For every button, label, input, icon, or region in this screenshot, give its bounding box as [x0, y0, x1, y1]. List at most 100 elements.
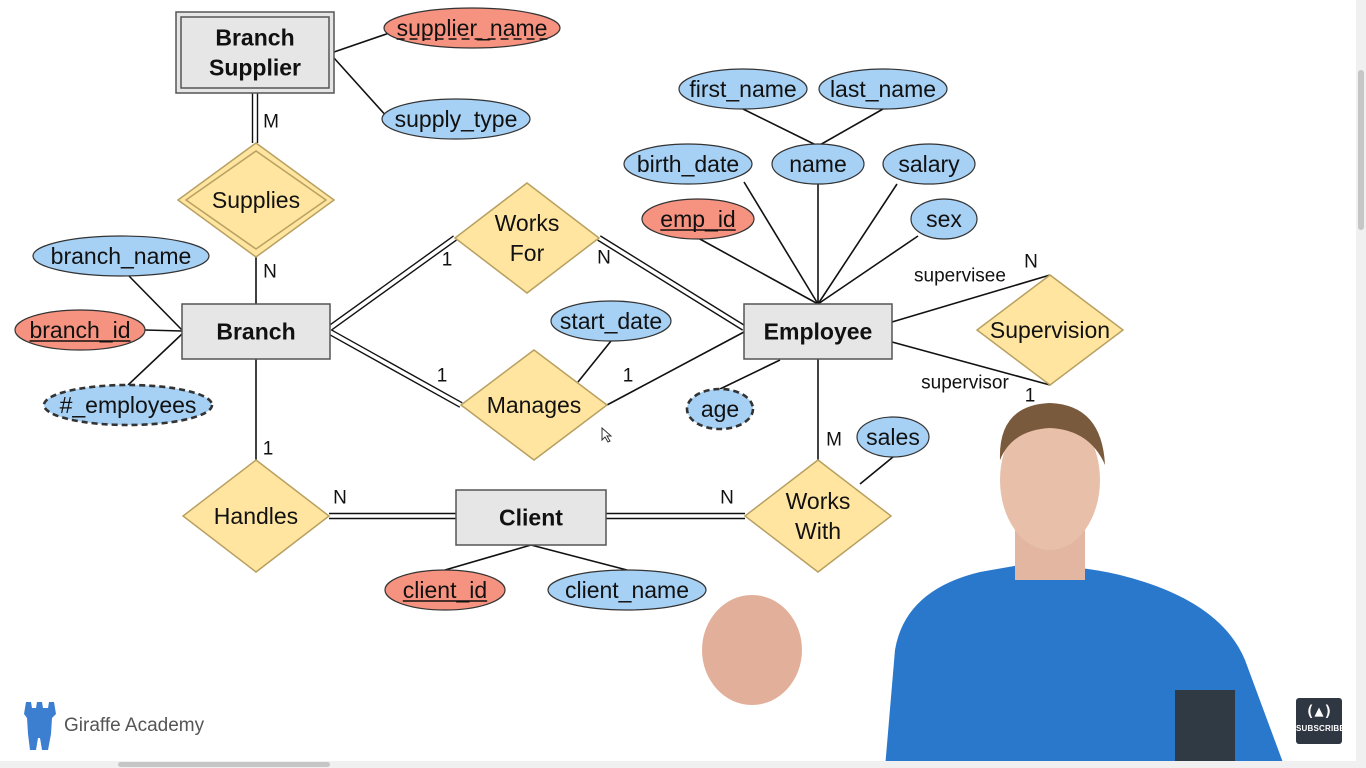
link-branch-manages — [330, 329, 463, 404]
link-branch-worksfor — [328, 235, 454, 327]
attribute-supply-type[interactable] — [381, 98, 531, 140]
attribute-label: #_employees — [60, 392, 197, 418]
vertical-scrollbar[interactable] — [1356, 0, 1366, 768]
entity-branch-supplier[interactable] — [175, 11, 335, 94]
presenter-hair — [999, 403, 1105, 465]
relationship-label: Works — [786, 488, 851, 514]
attribute-num-employees[interactable] — [42, 383, 214, 427]
link-age — [719, 359, 781, 390]
link-num-employees — [127, 333, 183, 386]
link-employee-supervisor — [891, 341, 1051, 386]
attribute-label: sales — [866, 424, 920, 450]
entity-inner-border — [180, 16, 330, 89]
relationship-label: Manages — [487, 392, 582, 418]
horizontal-scroll-thumb[interactable] — [118, 762, 330, 767]
attribute-label: client_id — [403, 577, 487, 603]
role-supervisor: supervisor — [921, 373, 1009, 394]
vertical-scroll-thumb[interactable] — [1358, 70, 1364, 230]
link-salary — [817, 183, 898, 305]
attribute-sales[interactable] — [856, 416, 930, 458]
fire-icon: (▲) — [1305, 702, 1333, 720]
link-branch-worksfor — [331, 239, 457, 331]
cardinality-supplies-branch: N — [263, 262, 277, 283]
cardinality-branch-manages: 1 — [437, 366, 448, 387]
relationship-label: Works — [495, 210, 560, 236]
attribute-last-name[interactable] — [818, 68, 948, 110]
relationship-label: Supervision — [990, 317, 1110, 343]
cardinality-handles-client: N — [333, 488, 347, 509]
link-last-name — [817, 108, 884, 147]
attribute-label: sex — [926, 206, 962, 232]
relationship-works-for[interactable] — [453, 182, 601, 294]
attribute-name[interactable] — [771, 143, 865, 185]
link-first-name — [742, 108, 819, 147]
link-client-name — [530, 544, 628, 571]
attribute-label: salary — [898, 151, 960, 177]
relationship-manages[interactable] — [459, 349, 609, 461]
attribute-supplier-name[interactable] — [383, 7, 561, 49]
cardinality-employee-workswith: M — [826, 430, 842, 451]
giraffe-icon — [24, 702, 56, 750]
link-branch-name — [127, 274, 183, 331]
link-birth-date — [743, 181, 819, 305]
cardinality-branch-worksfor: 1 — [442, 250, 453, 271]
cardinality-client-workswith: N — [720, 488, 734, 509]
attribute-age[interactable] — [685, 387, 755, 431]
attribute-salary[interactable] — [882, 143, 976, 185]
attribute-client-id[interactable] — [384, 569, 506, 611]
attribute-start-date[interactable] — [550, 300, 672, 342]
relationship-works-with[interactable] — [743, 459, 893, 573]
link-worksfor-employee — [597, 239, 744, 331]
cardinality-branch-handles: 1 — [263, 439, 274, 460]
attribute-sex[interactable] — [910, 198, 978, 240]
attribute-label: birth_date — [637, 151, 739, 177]
presenter-hand — [702, 595, 802, 705]
link-branch-manages — [328, 333, 461, 408]
relationship-handles[interactable] — [181, 459, 331, 573]
subscribe-label: SUBSCRIBE — [1296, 724, 1345, 733]
attribute-label: age — [701, 396, 739, 422]
attribute-client-name[interactable] — [547, 569, 707, 611]
entity-branch[interactable] — [181, 303, 331, 360]
link-employee-supervisee — [891, 274, 1051, 323]
subscribe-badge[interactable]: (▲) SUBSCRIBE — [1296, 698, 1345, 744]
attribute-label: branch_id — [29, 317, 130, 343]
mouse-cursor-icon — [601, 426, 613, 443]
cardinality-bs-supplies: M — [263, 112, 279, 133]
attribute-label: emp_id — [660, 206, 735, 232]
attribute-birth-date[interactable] — [623, 143, 753, 185]
role-supervisee: supervisee — [914, 266, 1006, 287]
link-client-id — [444, 544, 532, 571]
attribute-label: start_date — [560, 308, 662, 334]
relationship-label: Handles — [214, 503, 298, 529]
cardinality-supervisor: 1 — [1025, 386, 1036, 407]
entity-label: Employee — [764, 319, 873, 345]
entity-label: Branch — [216, 319, 295, 345]
attribute-label: name — [789, 151, 847, 177]
link-sex — [817, 235, 919, 305]
cardinality-supervisee: N — [1024, 252, 1038, 273]
entity-label: Branch — [215, 25, 294, 51]
link-emp-id — [697, 237, 819, 305]
horizontal-scrollbar[interactable] — [0, 761, 1356, 768]
attribute-label: supplier_name — [397, 15, 548, 41]
link-start-date — [577, 340, 612, 383]
relationship-label: Supplies — [212, 187, 300, 213]
attribute-label: branch_name — [51, 243, 192, 269]
attribute-label: last_name — [830, 76, 936, 102]
attribute-emp-id[interactable] — [641, 198, 755, 240]
relationship-supplies[interactable] — [176, 142, 336, 258]
entity-client[interactable] — [455, 489, 607, 546]
cardinality-worksfor-employee: N — [597, 248, 611, 269]
entity-employee[interactable] — [743, 303, 893, 360]
attribute-branch-name[interactable] — [32, 235, 210, 277]
link-sales — [859, 456, 894, 485]
attribute-first-name[interactable] — [678, 68, 808, 110]
relationship-supervision[interactable] — [975, 274, 1125, 386]
attribute-branch-id[interactable] — [14, 309, 146, 351]
attribute-label: client_name — [565, 577, 689, 603]
entity-label: Client — [499, 505, 563, 531]
relationship-label: With — [795, 518, 841, 544]
relationship-label: For — [510, 240, 545, 266]
